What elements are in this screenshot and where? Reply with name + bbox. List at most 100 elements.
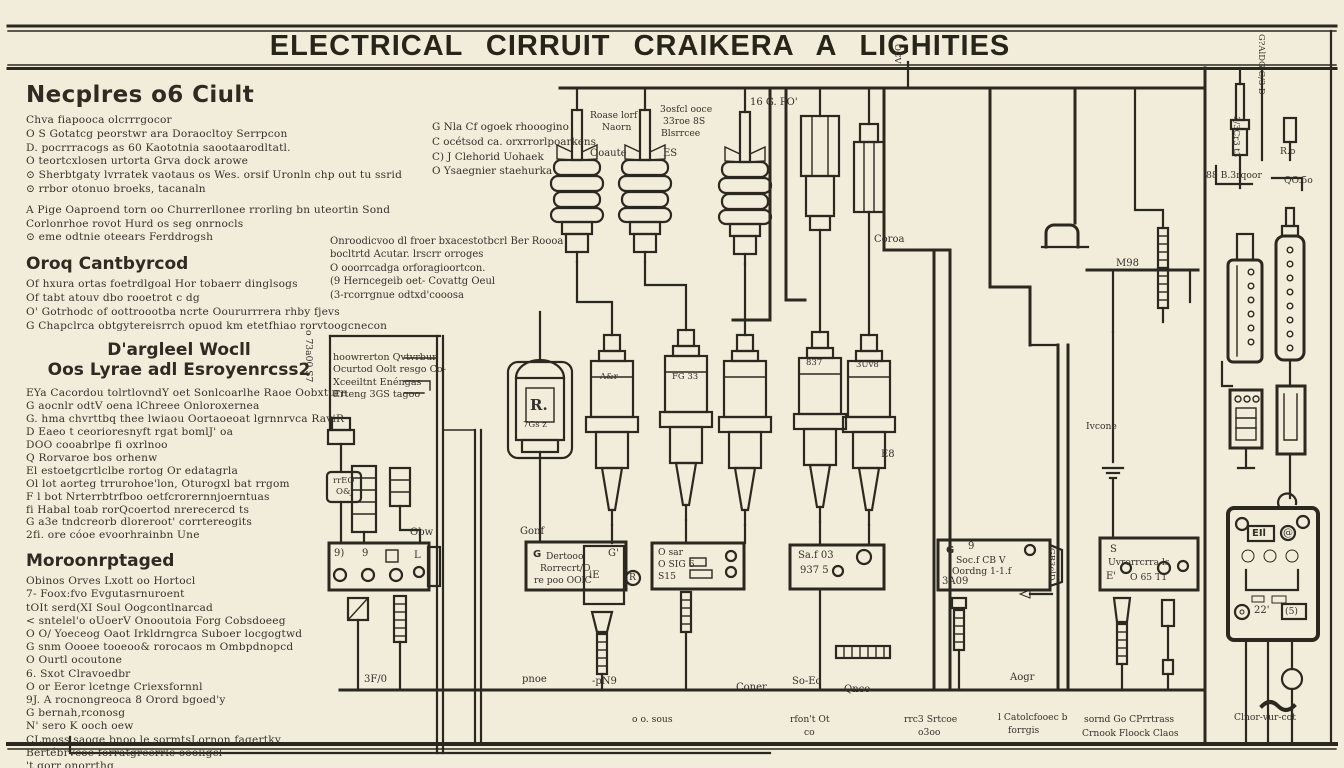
panel-label: S15 bbox=[658, 571, 676, 582]
diagram-label: G?AlDG C/3 D bbox=[1256, 34, 1266, 95]
text-line: ⊙ eme odtnie oteears Ferddrogsh bbox=[26, 231, 214, 244]
text-line: D. pocrrracogs as 60 Kaototnia saootaaro… bbox=[26, 141, 291, 154]
text-line: O' Gotrhodc of oottroootba ncrte Ooururr… bbox=[26, 305, 340, 318]
text-line: O or Eeror lcetnge Criexsfornnl bbox=[26, 680, 203, 693]
text-line: O O/ Yoeceog Oaot Irkldrngrca Suboer loc… bbox=[26, 628, 303, 641]
injectors bbox=[584, 328, 897, 527]
panel-label: Sa.f 03 bbox=[798, 550, 834, 561]
text-line: F l bot Nrterrbtrfboo oetfcrorernnjoernt… bbox=[26, 490, 270, 503]
bottom-label: l Catolcfooec b bbox=[998, 712, 1068, 723]
diagram-label: ES bbox=[663, 148, 678, 159]
panel-glyph: G bbox=[533, 549, 542, 560]
note-line: hoowrerton Qvtvrbur bbox=[333, 352, 437, 363]
diagram-label: E8 bbox=[881, 449, 895, 460]
text-line: < sntelel'o oUoerV Onooutoia Forg Cobsdo… bbox=[26, 614, 286, 627]
diagram-label: 3/3Cr3 t3 bbox=[1231, 116, 1241, 158]
diagram-label: M98 bbox=[1116, 258, 1139, 269]
diagram-label: Naorn bbox=[602, 122, 632, 133]
panel-label: re poo OOlC bbox=[534, 575, 592, 586]
bottom-label: So-Eo bbox=[792, 676, 822, 687]
note-block-mid: Onroodicvoo dl froer bxacestotbcrl Ber R… bbox=[330, 235, 563, 302]
bottom-label: rrc3 Srtcoe bbox=[904, 714, 958, 725]
panel-label: 3A09 bbox=[942, 576, 969, 587]
panel-label: 22' bbox=[1254, 605, 1270, 616]
panel-glyph: 9 bbox=[362, 548, 369, 559]
diagram-label: 3osfcl ooce bbox=[660, 104, 713, 115]
text-line: 't gorr onorrthg bbox=[26, 760, 114, 768]
text-line: Q Rorvaroe bos orhenw bbox=[26, 451, 158, 464]
panel-glyph: iE bbox=[589, 570, 600, 581]
section-heading: D'argleel Wocll bbox=[107, 340, 251, 361]
diagram-label: Ooaute bbox=[590, 148, 627, 159]
section-heading: Moroonrptaged bbox=[26, 551, 175, 572]
text-line: ⊙ rrbor otonuo broeks, tacanaln bbox=[26, 182, 206, 195]
note-block-callout: hoowrerton Qvtvrbur Ocurtod Oolt resgo C… bbox=[333, 352, 446, 402]
text-line: ⊙ Sherbtgaty lvrratek vaotaus os Wes. or… bbox=[26, 169, 403, 182]
diagram-label: O&j bbox=[336, 487, 354, 497]
text-line: EYa Cacordou tolrtlovndY oet Sonlcoarlhe… bbox=[26, 387, 348, 400]
panel-glyph: L bbox=[414, 550, 421, 561]
note-line: O ooorrcadga orforagioortcon. bbox=[330, 262, 486, 274]
diagram-label: R.o bbox=[1280, 146, 1296, 157]
panel-glyph: G bbox=[946, 545, 955, 556]
bottom-label: -pN9 bbox=[592, 676, 617, 687]
text-line: Bertébrvcoe forratgrcerrlc oooligcl bbox=[26, 746, 223, 759]
text-line: 9J. A rocnongreoca 8 Orord bgoed'y bbox=[26, 694, 226, 707]
diagram-label: 88 B.3rqoor bbox=[1206, 170, 1262, 181]
note-line: G Nla Cf ogoek rhooogino bbox=[432, 121, 569, 133]
text-line: N' sero K ooch oew bbox=[26, 720, 134, 733]
diagram-label: Roase lorf bbox=[590, 110, 638, 121]
note-line: Ocurtod Oolt resgo Co- bbox=[333, 364, 446, 376]
note-line: Xceeiltnt Enéngas bbox=[333, 376, 422, 388]
panel-glyph: R bbox=[629, 572, 636, 583]
diagram-label: Gonf bbox=[520, 526, 545, 537]
left-small-components bbox=[325, 416, 412, 534]
text-line: Chva fiapooca olcrrrgocor bbox=[26, 114, 172, 126]
diagram-label: 33roe 8S bbox=[663, 116, 706, 127]
text-line: 6. Sxot Clravoedbr bbox=[26, 667, 131, 680]
bottom-label: 3F/0 bbox=[364, 674, 388, 685]
text-line: O Ourtl ocoutone bbox=[26, 654, 123, 667]
right-column bbox=[1214, 66, 1307, 510]
note-line: C) J Clehorid Uohaek bbox=[432, 150, 544, 163]
panel-label: Soc.f CB V bbox=[956, 555, 1006, 566]
diagram-label: 837 bbox=[806, 358, 823, 368]
bottom-label: pnoe bbox=[522, 674, 547, 685]
hatch-resistor bbox=[1156, 226, 1170, 324]
text-line: tOIt serd(XI Soul Oogcontlnarcad bbox=[26, 601, 214, 614]
section-heading: Oroq Cantbyrcod bbox=[26, 254, 189, 275]
text-line: G snm Oooee tooeoo& rorocaos m Ombpdnopc… bbox=[26, 641, 294, 654]
diagram-label: OCV bbox=[892, 44, 902, 64]
text-line: G aocnlr odtV oena lChreee Onloroxernea bbox=[26, 400, 260, 413]
text-line: fi Habal toab rorQcoertod nrerecercd ts bbox=[26, 503, 250, 516]
panel-label: O sar bbox=[658, 547, 684, 558]
diagram-label: 16 G. PO' bbox=[750, 97, 798, 108]
diagram-label: 3Uv8 bbox=[856, 360, 879, 370]
note-block-top: G Nla Cf ogoek rhooogino C océtsod ca. o… bbox=[432, 120, 596, 179]
text-line: G bernah,rconosg bbox=[26, 707, 126, 720]
bottom-label: Crnook Floock Claos bbox=[1082, 728, 1179, 739]
bottom-label: sornd Go CPrrtrass bbox=[1084, 714, 1175, 725]
panel-label: EIl bbox=[1252, 528, 1266, 539]
bottom-label: forrgis bbox=[1008, 725, 1040, 736]
panel-4 bbox=[788, 543, 892, 660]
diagram-label: R. bbox=[530, 396, 548, 414]
panel-label: Dertooo bbox=[546, 551, 584, 562]
note-line: C océtsod ca. orxrrorlpoarkens bbox=[432, 135, 596, 148]
panel-label: (5) bbox=[1285, 606, 1299, 617]
text-line: El estoetgcrtlclbe rortog Or edatagrla bbox=[26, 464, 239, 477]
diagram-label: Obw bbox=[410, 527, 434, 538]
diagram-label: Coroa bbox=[874, 234, 905, 245]
text-line: 7- Foox:fvo Evgutasrnuroent bbox=[26, 588, 185, 601]
panel-label: O SIG 6 bbox=[658, 559, 695, 570]
bottom-label: o3oo bbox=[918, 727, 941, 738]
panel-label: 937 5 bbox=[800, 565, 829, 576]
solenoid-components bbox=[799, 114, 886, 232]
text-line: G a3e tndcreorb dloreroot' corrtereogits bbox=[26, 516, 253, 529]
panel-label: O 65 T1 bbox=[1130, 572, 1168, 583]
diagram-label: A&r bbox=[600, 372, 618, 382]
panel-1 bbox=[327, 541, 442, 644]
panel-glyph: @ bbox=[1283, 528, 1293, 539]
text-line: CLmoss saoge bnoo le sormtsLornon fagert… bbox=[26, 733, 282, 746]
